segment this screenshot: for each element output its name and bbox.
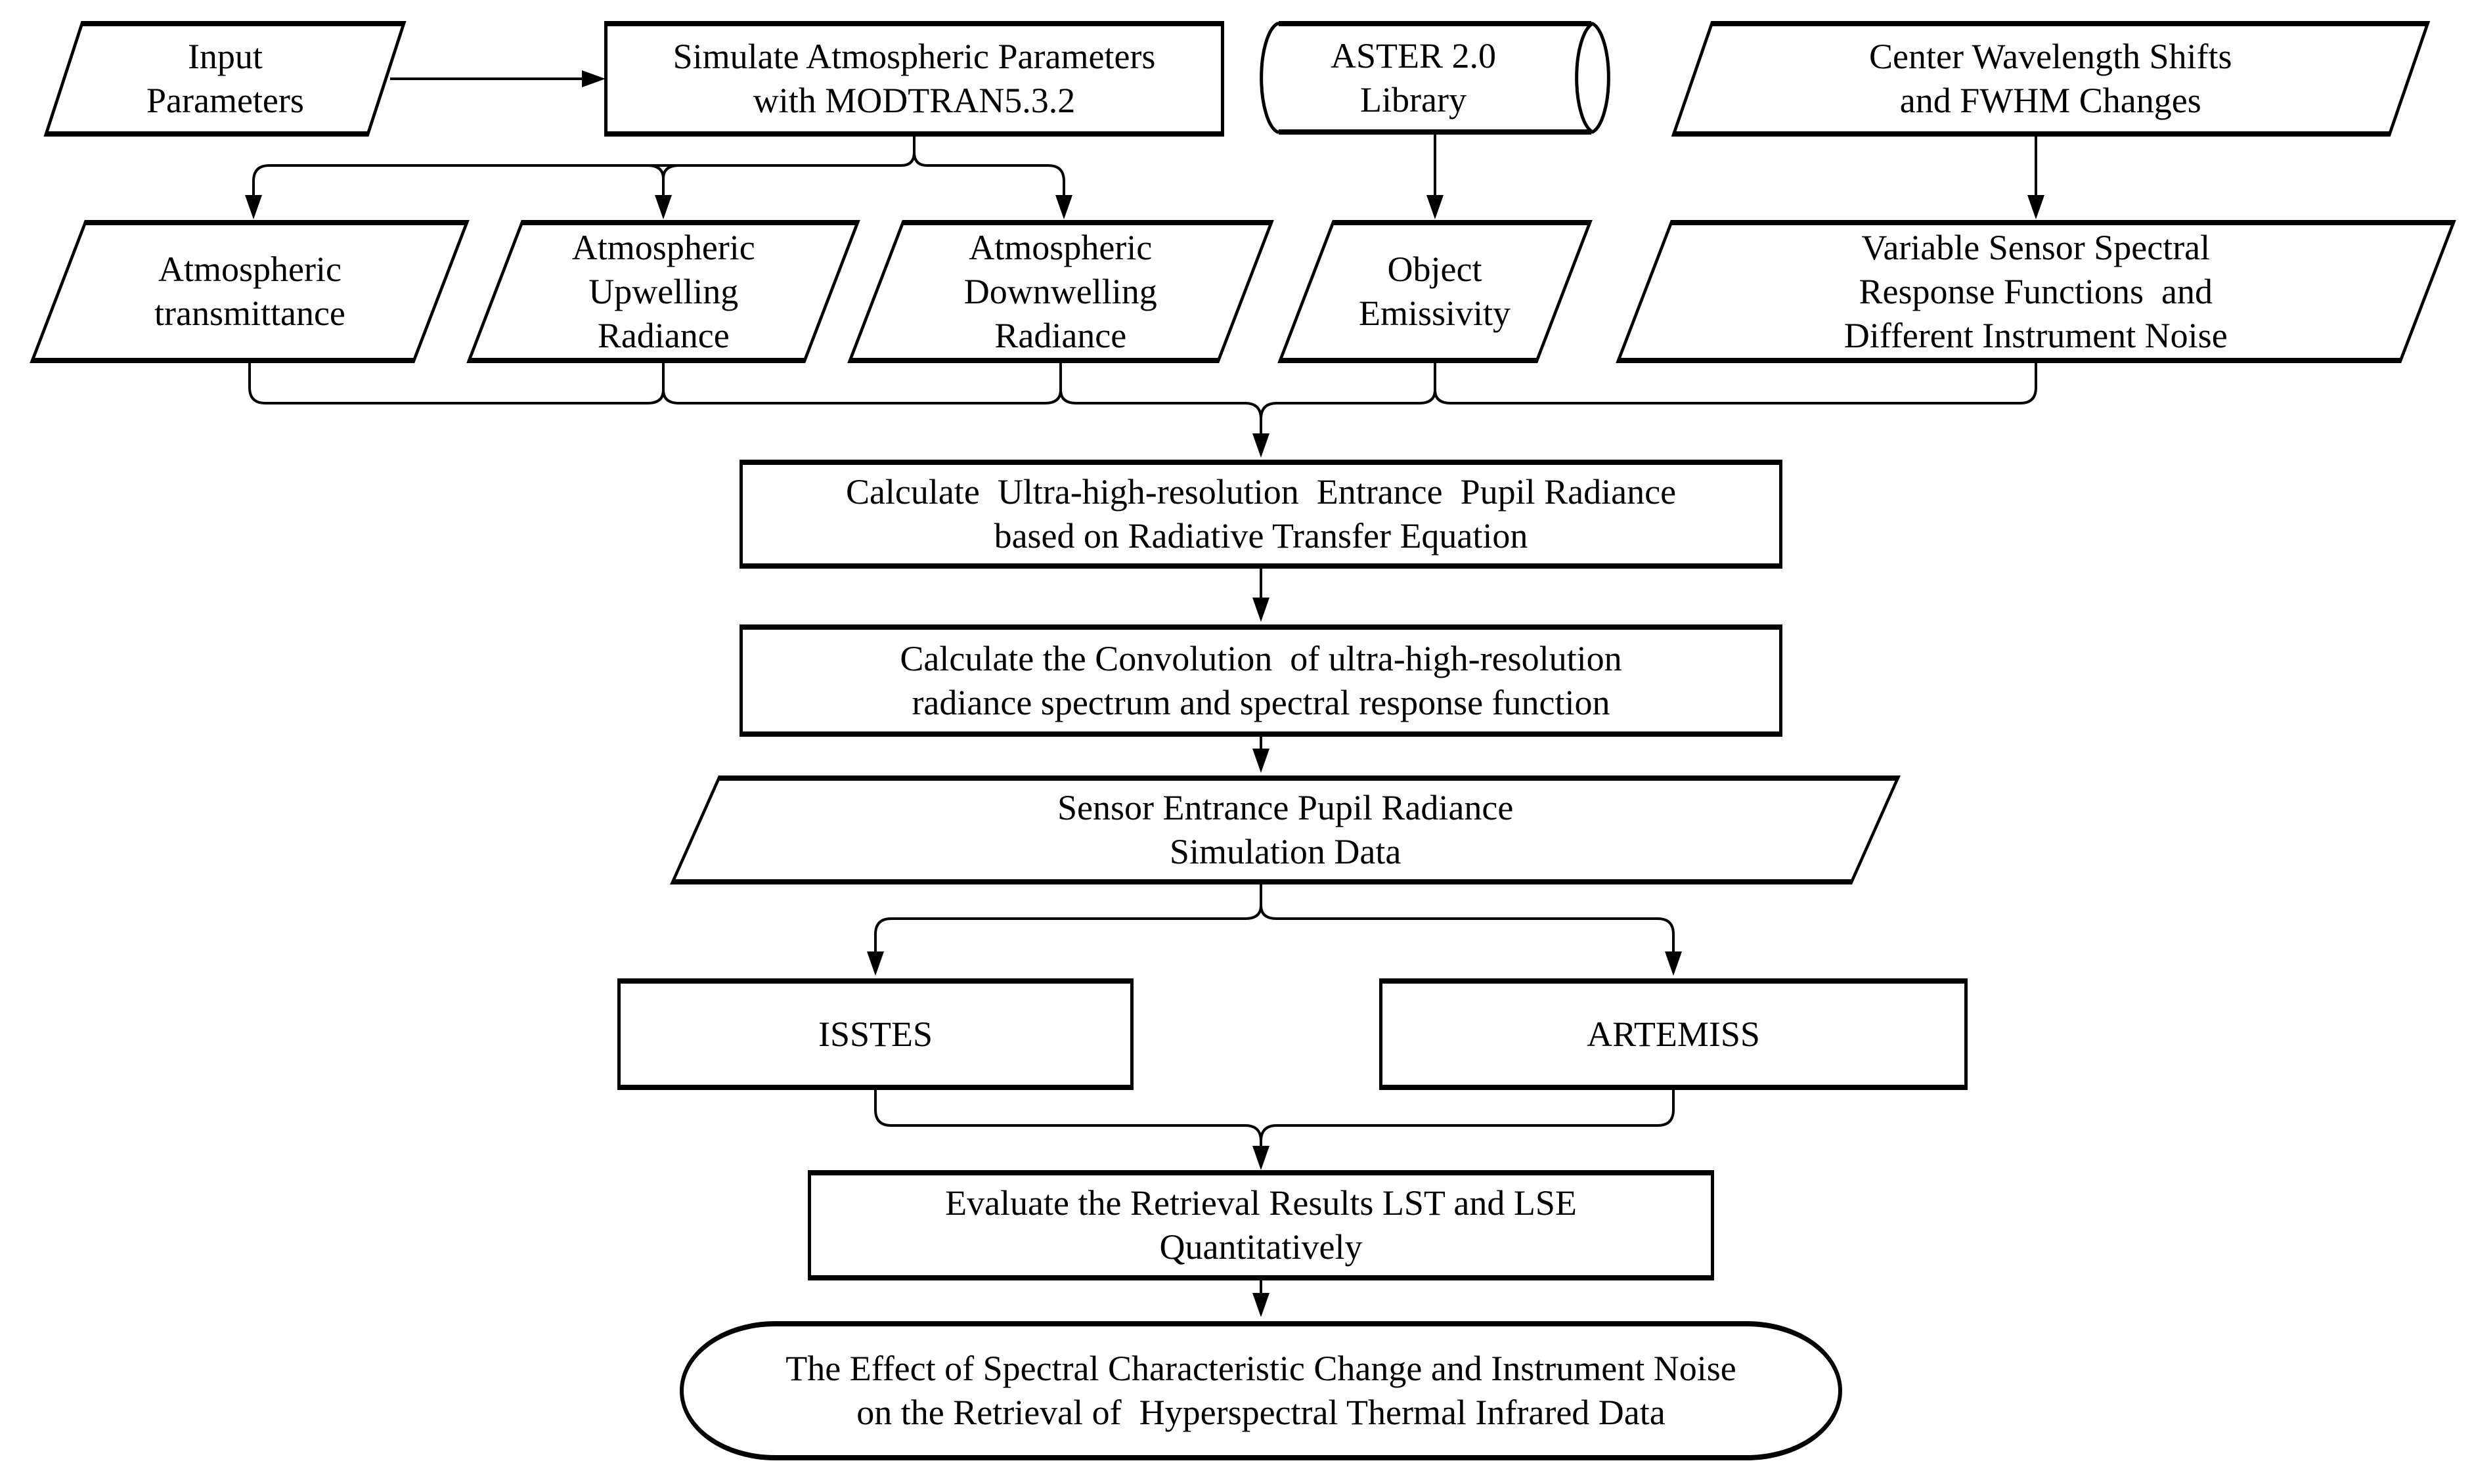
arrowhead-downwelling <box>1055 195 1072 219</box>
node-evaluate-lst-lse: Evaluate the Retrieval Results LST and L… <box>808 1170 1714 1280</box>
arrowhead-isstes <box>867 951 884 976</box>
node-atmospheric-upwelling-radiance-label: Atmospheric Upwelling Radiance <box>571 227 755 355</box>
edge-artemiss-evaluate <box>1260 1090 1675 1142</box>
arrowhead-conclusion <box>1252 1293 1269 1317</box>
node-calc-entrance-pupil-radiance-label: Calculate Ultra-high-resolution Entrance… <box>845 472 1677 556</box>
node-object-emissivity: Object Emissivity <box>1277 220 1593 363</box>
cylinder-seam <box>1575 22 1594 134</box>
node-evaluate-lst-lse-label: Evaluate the Retrieval Results LST and L… <box>945 1183 1577 1267</box>
edge-simulate-upwelling-flare <box>662 164 680 179</box>
node-simulate-modtran-label: Simulate Atmospheric Parameters with MOD… <box>673 37 1156 120</box>
node-artemiss-label: ARTEMISS <box>1587 1014 1760 1054</box>
node-atmospheric-downwelling-radiance: Atmospheric Downwelling Radiance <box>847 220 1274 363</box>
node-variable-srf-noise-label: Variable Sensor Spectral Response Functi… <box>1844 227 2228 355</box>
edge-merge-right <box>1434 363 2037 404</box>
node-sensor-pupil-simulation-data: Sensor Entrance Pupil Radiance Simulatio… <box>670 775 1901 884</box>
arrowhead-calc-pupil <box>1252 433 1269 458</box>
edge-simulate-downwelling <box>913 152 1065 195</box>
node-calc-convolution: Calculate the Convolution of ultra-high-… <box>739 624 1782 737</box>
node-center-wavelength-shifts: Center Wavelength Shifts and FWHM Change… <box>1671 21 2431 137</box>
node-calc-entrance-pupil-radiance: Calculate Ultra-high-resolution Entrance… <box>739 460 1782 569</box>
node-center-wavelength-shifts-label: Center Wavelength Shifts and FWHM Change… <box>1869 37 2232 120</box>
stored-data-shape <box>1260 21 1610 135</box>
arrowhead-artemiss <box>1665 951 1682 976</box>
node-isstes: ISSTES <box>617 978 1134 1090</box>
edge-sensor-isstes <box>874 884 1262 951</box>
edge-simulate-upwelling <box>647 164 665 195</box>
node-object-emissivity-label: Object Emissivity <box>1359 250 1511 333</box>
edge-merge-mid1 <box>662 363 1062 404</box>
edge-merge-left <box>248 363 665 404</box>
node-atmospheric-downwelling-radiance-label: Atmospheric Downwelling Radiance <box>964 227 1157 355</box>
cylinder-rims <box>1279 21 1591 135</box>
arrowhead-variable <box>2027 195 2044 219</box>
edge-merge-mid3 <box>1260 389 1436 420</box>
node-simulate-modtran: Simulate Atmospheric Parameters with MOD… <box>604 21 1224 137</box>
node-input-parameters: Input Parameters <box>43 21 407 137</box>
node-conclusion-label: The Effect of Spectral Characteristic Ch… <box>785 1349 1736 1432</box>
node-artemiss: ARTEMISS <box>1379 978 1968 1090</box>
node-aster-library-label: ASTER 2.0 Library <box>1330 35 1497 120</box>
node-input-parameters-label: Input Parameters <box>146 37 304 120</box>
node-atmospheric-transmittance: Atmospheric transmittance <box>30 220 470 363</box>
arrowhead-evaluate <box>1252 1146 1269 1170</box>
node-sensor-pupil-simulation-data-label: Sensor Entrance Pupil Radiance Simulatio… <box>1057 788 1514 871</box>
node-conclusion: The Effect of Spectral Characteristic Ch… <box>680 1321 1842 1460</box>
node-atmospheric-transmittance-label: Atmospheric transmittance <box>154 250 345 333</box>
edge-isstes-evaluate <box>874 1090 1262 1142</box>
edge-sensor-artemiss <box>1260 905 1675 951</box>
node-calc-convolution-label: Calculate the Convolution of ultra-high-… <box>900 638 1622 722</box>
arrowhead-sensor-data <box>1252 749 1269 773</box>
edge-simulate-transmittance <box>252 137 916 195</box>
arrowhead-calc-convolution <box>1252 598 1269 622</box>
node-isstes-label: ISSTES <box>818 1014 933 1054</box>
node-variable-srf-noise: Variable Sensor Spectral Response Functi… <box>1616 220 2456 363</box>
arrowhead-simulate <box>582 70 606 87</box>
arrowhead-upwelling <box>655 195 672 219</box>
arrowhead-transmittance <box>245 195 262 219</box>
arrowhead-emissivity <box>1426 195 1444 219</box>
node-atmospheric-upwelling-radiance: Atmospheric Upwelling Radiance <box>466 220 860 363</box>
node-aster-library: ASTER 2.0 Library <box>1258 21 1612 135</box>
edge-merge-mid2 <box>1059 389 1262 420</box>
